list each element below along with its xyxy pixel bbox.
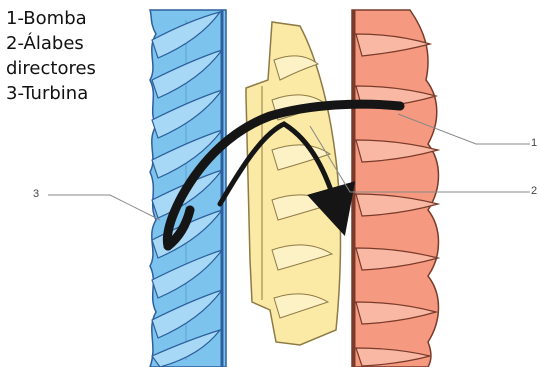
legend-line-directores: directores <box>6 56 96 81</box>
leader-line-turbine <box>48 195 160 220</box>
legend-line-bomba: 1-Bomba <box>6 6 96 31</box>
legend-line-alabes: 2-Álabes <box>6 31 96 56</box>
callout-number-stator: 2 <box>531 185 537 197</box>
legend: 1-Bomba 2-Álabes directores 3-Turbina <box>6 6 96 106</box>
callout-number-turbine: 3 <box>33 188 39 200</box>
callout-number-pump: 1 <box>531 137 537 149</box>
pump-wheel <box>352 10 439 367</box>
legend-line-turbina: 3-Turbina <box>6 81 96 106</box>
